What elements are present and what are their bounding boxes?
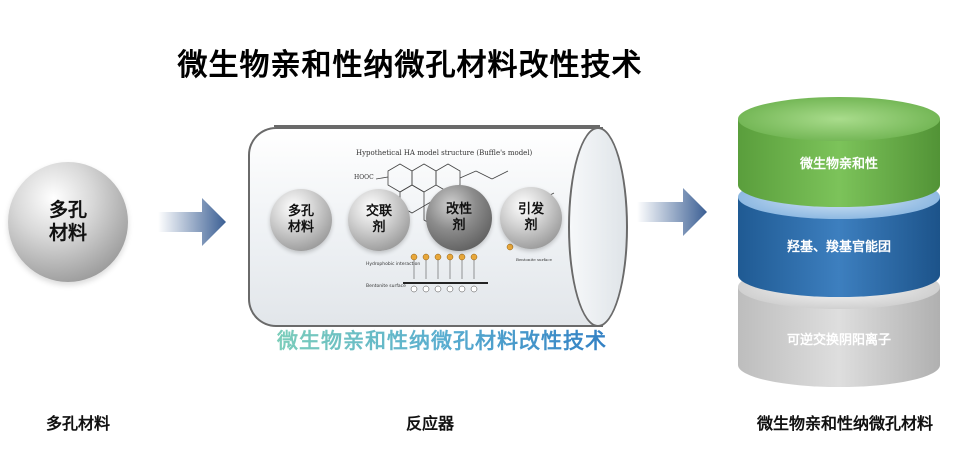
reactor-subtitle: 微生物亲和性纳微孔材料改性技术 (262, 325, 622, 355)
label-modified-material: 微生物亲和性纳微孔材料 (756, 414, 933, 433)
sphere-line-2: 材料 (48, 222, 87, 244)
reactor-sphere-modifier: 改性 剂 (426, 185, 492, 251)
bentonite-label: Bentonite surface (366, 283, 406, 289)
layered-cylinder: 微生物亲和性 羟基、羧基官能团 可逆交换阴阳离子 (738, 97, 940, 387)
reactor: Hypothetical HA model structure (Buffle'… (248, 125, 628, 327)
reactor-sphere-porous: 多孔 材料 (270, 189, 332, 251)
sphere-line-2: 材料 (287, 220, 314, 235)
sphere-line-1: 多孔 (48, 199, 87, 222)
reactor-sphere-crosslinker: 交联 剂 (348, 189, 410, 251)
sphere-line-1: 改性 (445, 201, 472, 217)
label-reactor: 反应器 (405, 414, 454, 433)
cylinder-layer-middle: 羟基、羧基官能团 (786, 239, 891, 255)
reactor-sphere-initiator: 引发 剂 (500, 187, 562, 249)
arrow-right-icon (158, 198, 226, 246)
reactor-edge (274, 125, 600, 127)
sphere-line-2: 剂 (524, 218, 538, 233)
sphere-line-1: 多孔 (287, 203, 314, 219)
arrow-right-icon (637, 188, 707, 236)
cylinder-layer-top: 微生物亲和性 (799, 156, 878, 172)
sphere-line-2: 剂 (372, 220, 386, 235)
sphere-line-1: 交联 (365, 203, 392, 219)
sphere-line-2: 剂 (452, 218, 466, 233)
hooc-label: HOOC (354, 174, 374, 181)
page-title: 微生物亲和性纳微孔材料改性技术 (177, 48, 643, 83)
reactor-cap (568, 127, 628, 327)
sphere-line-1: 引发 (517, 201, 544, 217)
hydrophobic-label: Hydrophobic interaction (366, 261, 420, 267)
label-porous-material: 多孔材料 (45, 414, 110, 433)
porous-material-sphere: 多孔 材料 (8, 162, 128, 282)
bentonite-label-small: Bentonite surface (516, 257, 553, 262)
molecule-caption: Hypothetical HA model structure (Buffle'… (356, 149, 533, 157)
cylinder-layer-bottom: 可逆交换阴阳离子 (786, 332, 891, 348)
